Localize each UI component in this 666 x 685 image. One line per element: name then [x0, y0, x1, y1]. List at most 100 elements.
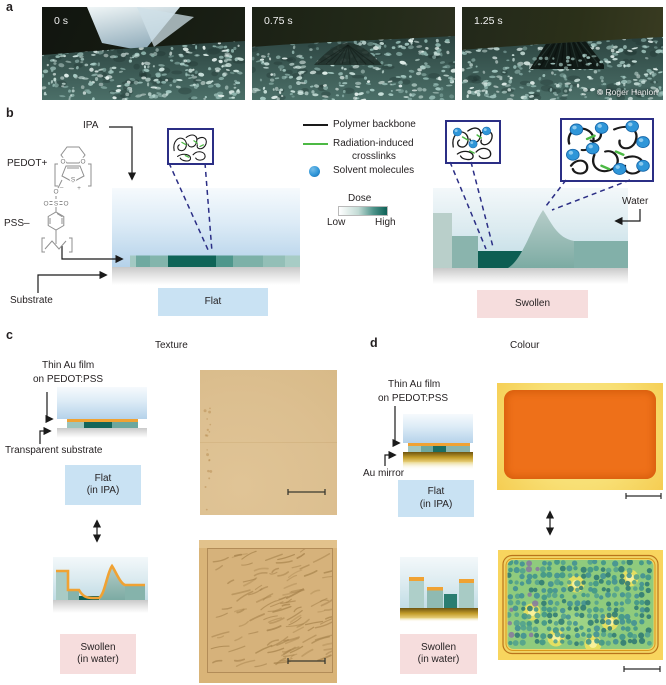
transparent-substrate: [53, 600, 148, 613]
swollen-diagram-b: [433, 188, 628, 284]
cephalopod-skin-image: [462, 37, 663, 100]
pss-label: PSS–: [4, 218, 30, 229]
transparent-substrate-arrow: [39, 426, 52, 444]
ipa-arrow: [109, 126, 137, 181]
substrate-layer: [433, 268, 628, 284]
swollen-text: Swollen: [80, 641, 116, 653]
transparent-substrate-label: Transparent substrate: [5, 445, 103, 456]
svg-text:–: –: [60, 185, 64, 192]
substrate-layer: [112, 267, 300, 285]
micrograph-flat-texture: [200, 370, 337, 515]
panel-d-label: d: [370, 336, 378, 350]
flat-in-ipa-box-c: Flat (in IPA): [65, 465, 141, 505]
swollen-state-box: Swollen: [477, 290, 588, 318]
au-mirror: [400, 608, 478, 618]
svg-text:O: O: [63, 200, 68, 207]
timestamp-label: 1.25 s: [474, 15, 503, 27]
au-film: [67, 419, 138, 422]
photo-frame-2: 0.75 s: [252, 7, 455, 100]
in-water-text: (in water): [417, 654, 460, 665]
svg-text:O: O: [43, 200, 48, 207]
au-mirror: [403, 452, 473, 462]
cephalopod-skin-image: [252, 36, 455, 100]
flat-state-box: Flat: [158, 288, 268, 316]
au-mirror-label: Au mirror: [363, 468, 405, 479]
legend-crosslinks-line2: crosslinks: [352, 151, 396, 162]
transparent-substrate: [57, 428, 147, 438]
flat-in-ipa-box-d: Flat (in IPA): [398, 480, 474, 517]
in-ipa-text: (in IPA): [419, 498, 453, 510]
swollen-in-water-box-d: Swollen (in water): [400, 634, 477, 674]
thin-au-film-arrow-c: [45, 392, 54, 424]
ipa-liquid: [112, 188, 300, 267]
crosslink-swatch: [303, 143, 328, 146]
timestamp-label: 0.75 s: [264, 15, 293, 27]
legend-crosslinks-line1: Radiation-induced: [333, 138, 414, 149]
thin-au-film-label-d1: Thin Au film: [388, 379, 441, 390]
panel-a-label: a: [6, 0, 13, 14]
panel-c-label: c: [6, 328, 13, 342]
flat-diagram-d: [403, 414, 473, 470]
flat-state-text: Flat: [204, 295, 222, 307]
substrate-arrow: [37, 270, 108, 293]
micrograph-edge: [199, 540, 337, 548]
pedot-label: PEDOT+: [7, 158, 48, 169]
water-label: Water: [622, 196, 649, 207]
svg-text:S: S: [54, 200, 59, 207]
polymer-inset-swollen-low-dose: [560, 118, 654, 182]
dose-label: Dose: [348, 193, 372, 204]
swollen-film: [56, 563, 145, 600]
photo-frame-3: 1.25 s © Roger Hanlon: [462, 7, 663, 100]
dose-low-label: Low: [327, 217, 346, 228]
solvent-molecule-icon: [309, 166, 320, 177]
micrograph-flat-colour: [497, 383, 663, 490]
svg-text:O: O: [60, 158, 65, 165]
svg-text:S: S: [71, 176, 76, 183]
au-mirror-fade: [400, 618, 478, 622]
flat-diagram-b: [112, 188, 300, 285]
legend-polymer-backbone: Polymer backbone: [333, 119, 416, 130]
panel-b-label: b: [6, 106, 14, 120]
thin-au-film-label-c2: on PEDOT:PSS: [33, 374, 104, 385]
swollen-diagram-c: [53, 557, 148, 613]
swollen-diagram-d: [400, 557, 478, 622]
polymer-inset-swollen-high-dose: [445, 120, 501, 164]
orange-pixel-region: [504, 390, 656, 479]
micrograph-swollen-colour: [498, 550, 663, 660]
photo-frame-1: 0 s: [42, 7, 245, 100]
polymer-backbone-swatch: [303, 124, 328, 126]
substrate-label: Substrate: [10, 295, 53, 306]
svg-text:O: O: [53, 188, 58, 195]
swollen-film: [433, 210, 628, 268]
colour-heading: Colour: [510, 340, 540, 351]
thin-au-film-arrow-d: [392, 406, 401, 448]
photo-credit: © Roger Hanlon: [596, 87, 658, 97]
in-ipa-text: (in IPA): [86, 485, 120, 496]
texture-heading: Texture: [155, 340, 188, 351]
ipa-liquid: [57, 387, 147, 419]
pedot-film: [67, 422, 138, 428]
flat-text: Flat: [94, 472, 112, 484]
thin-au-film-label-c1: Thin Au film: [42, 360, 95, 371]
swollen-film: [409, 577, 474, 608]
cephalopod-skin-image: [42, 7, 245, 100]
flat-text: Flat: [427, 486, 445, 497]
swollen-text: Swollen: [420, 641, 457, 653]
svg-text:O: O: [80, 158, 85, 165]
dose-patterned-film: [130, 255, 300, 267]
dose-colorbar: [338, 206, 388, 216]
legend-solvent: Solvent molecules: [333, 165, 415, 176]
wrinkled-region: [207, 547, 337, 673]
dose-high-label: High: [375, 217, 396, 228]
ipa-liquid: [403, 414, 473, 443]
micrograph-swollen-texture: [199, 540, 337, 683]
au-film: [408, 443, 470, 446]
swollen-state-text: Swollen: [514, 297, 551, 309]
swollen-in-water-box-c: Swollen (in water): [60, 634, 136, 674]
polymer-inset-flat: [167, 128, 214, 165]
au-mirror-arrow: [384, 450, 397, 466]
timestamp-label: 0 s: [54, 15, 69, 27]
pedot-film: [408, 446, 470, 452]
